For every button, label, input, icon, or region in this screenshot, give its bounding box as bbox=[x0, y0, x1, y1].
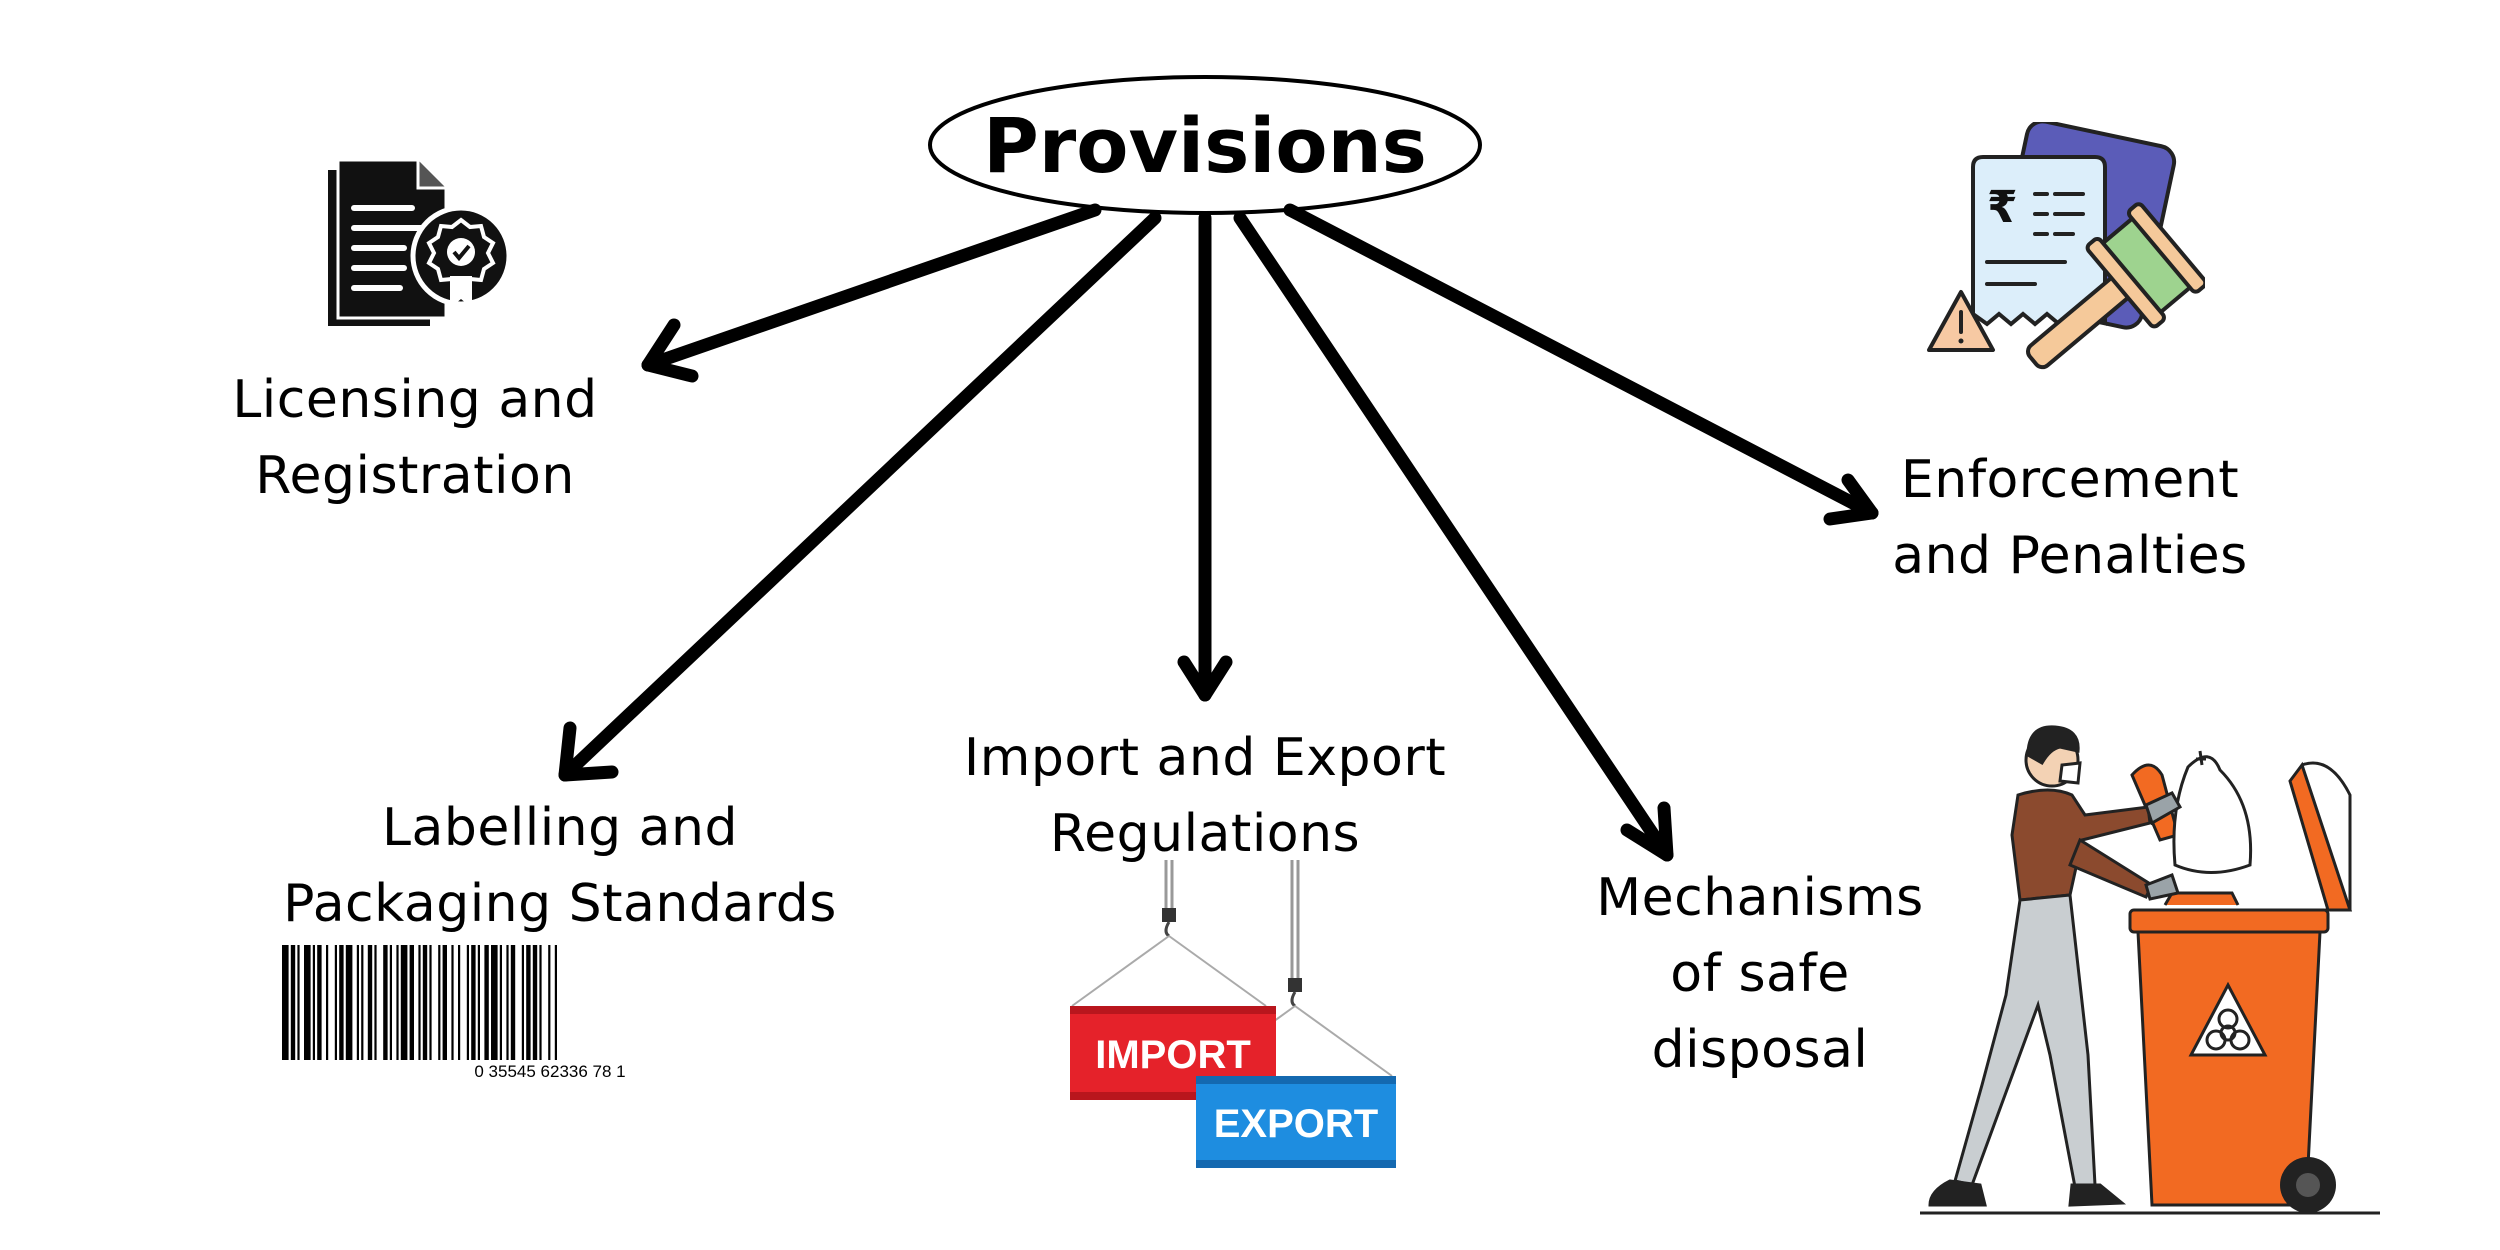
person-figure bbox=[1928, 725, 2183, 1207]
svg-text:₹: ₹ bbox=[1987, 182, 2018, 233]
arrow-to-labelling bbox=[558, 211, 1162, 782]
import-export-containers-icon: IMPORT EXPORT bbox=[1070, 860, 1396, 1168]
import-container: IMPORT bbox=[1070, 1006, 1276, 1100]
export-container: EXPORT bbox=[1196, 1076, 1396, 1168]
barcode-number: 0 35545 62336 78 1 bbox=[474, 1062, 626, 1081]
import-label: IMPORT bbox=[1095, 1033, 1251, 1077]
barcode-icon bbox=[282, 945, 557, 1060]
root-label: Provisions bbox=[983, 100, 1427, 190]
gavel-penalty-icon: ₹ bbox=[1927, 122, 2205, 370]
arrow-to-disposal bbox=[1233, 211, 1674, 862]
arrow-to-licensing bbox=[641, 203, 1102, 383]
biohazard-icon bbox=[2205, 1008, 2251, 1051]
person-disposing-waste-icon bbox=[1920, 725, 2380, 1215]
arrow-to-enforcement bbox=[1283, 203, 1879, 526]
certificate-document-icon bbox=[328, 158, 512, 326]
export-label: EXPORT bbox=[1214, 1102, 1378, 1146]
waste-bin bbox=[2128, 761, 2353, 1213]
arrow-to-import-export bbox=[1177, 211, 1233, 702]
